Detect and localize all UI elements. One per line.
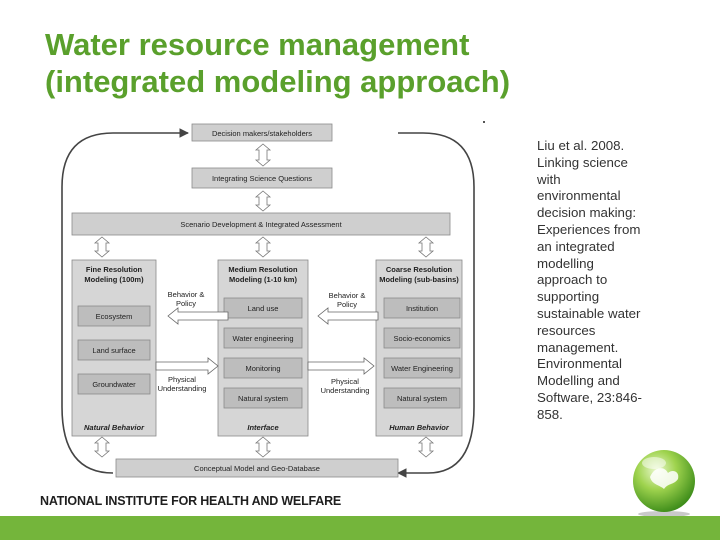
coarse-footer: Human Behavior — [389, 423, 450, 432]
double-arrows-row-3 — [93, 436, 435, 458]
physical-understanding-left-1: Physical — [168, 375, 196, 384]
integrated-modeling-diagram: Decision makers/stakeholders Integrating… — [61, 123, 475, 478]
decision-makers-label: Decision makers/stakeholders — [212, 129, 312, 138]
fine-resolution-panel: Fine Resolution Modeling (100m) Ecosyste… — [71, 259, 157, 437]
coarse-item-water-engineering: Water Engineering — [391, 364, 453, 373]
globe-logo-icon — [633, 450, 695, 517]
fine-title-2: Modeling (100m) — [84, 275, 144, 284]
coarse-title-2: Modeling (sub-basins) — [379, 275, 459, 284]
coarse-item-natural-system: Natural system — [397, 394, 447, 403]
title-line-1: Water resource management — [45, 27, 470, 62]
coarse-title-1: Coarse Resolution — [386, 265, 453, 274]
citation-text: Liu et al. 2008. Linking science with en… — [537, 138, 642, 422]
double-arrow-1 — [254, 143, 272, 167]
stray-mark — [483, 121, 485, 123]
behavior-policy-arrow-right — [317, 307, 379, 325]
science-questions-label: Integrating Science Questions — [212, 174, 312, 183]
medium-title-2: Modeling (1-10 km) — [229, 275, 297, 284]
coarse-resolution-panel: Coarse Resolution Modeling (sub-basins) … — [375, 259, 463, 437]
coarse-item-socio-economics: Socio-economics — [393, 334, 450, 343]
fine-footer: Natural Behavior — [84, 423, 145, 432]
conceptual-model-label: Conceptual Model and Geo-Database — [194, 464, 320, 473]
physical-understanding-arrow-left — [155, 357, 219, 375]
physical-understanding-arrow-right — [307, 357, 375, 375]
feedback-loop — [61, 128, 475, 478]
scenario-box: Scenario Development & Integrated Assess… — [71, 212, 451, 236]
physical-understanding-right-2: Understanding — [321, 386, 370, 395]
decision-makers-box: Decision makers/stakeholders — [191, 123, 333, 142]
science-questions-box: Integrating Science Questions — [191, 167, 333, 189]
slide-title: Water resource management (integrated mo… — [45, 26, 665, 100]
physical-understanding-right-1: Physical — [331, 377, 359, 386]
medium-resolution-panel: Medium Resolution Modeling (1-10 km) Lan… — [217, 259, 309, 437]
behavior-policy-left-1: Behavior & — [168, 290, 205, 299]
title-line-2: (integrated modeling approach) — [45, 64, 511, 99]
bottom-color-bar — [0, 516, 720, 540]
scenario-label: Scenario Development & Integrated Assess… — [180, 220, 342, 229]
fine-item-groundwater: Groundwater — [92, 380, 136, 389]
double-arrow-2 — [254, 190, 272, 212]
medium-title-1: Medium Resolution — [228, 265, 298, 274]
medium-item-land-use: Land use — [248, 304, 279, 313]
coarse-item-institution: Institution — [406, 304, 438, 313]
double-arrows-row-2 — [93, 236, 435, 258]
fine-item-land-surface: Land surface — [92, 346, 135, 355]
medium-footer: Interface — [247, 423, 278, 432]
medium-item-monitoring: Monitoring — [245, 364, 280, 373]
medium-item-natural-system: Natural system — [238, 394, 288, 403]
conceptual-model-box: Conceptual Model and Geo-Database — [115, 458, 399, 478]
arrow-labels: Behavior & Policy Behavior & Policy Phys… — [158, 290, 370, 395]
behavior-policy-right-2: Policy — [337, 300, 357, 309]
medium-item-water-engineering: Water engineering — [232, 334, 293, 343]
fine-item-ecosystem: Ecosystem — [96, 312, 133, 321]
fine-title-1: Fine Resolution — [86, 265, 143, 274]
behavior-policy-left-2: Policy — [176, 299, 196, 308]
behavior-policy-right-1: Behavior & — [329, 291, 366, 300]
institute-name: NATIONAL INSTITUTE FOR HEALTH AND WELFAR… — [40, 494, 342, 508]
physical-understanding-left-2: Understanding — [158, 384, 207, 393]
behavior-policy-arrow-left — [167, 307, 229, 325]
